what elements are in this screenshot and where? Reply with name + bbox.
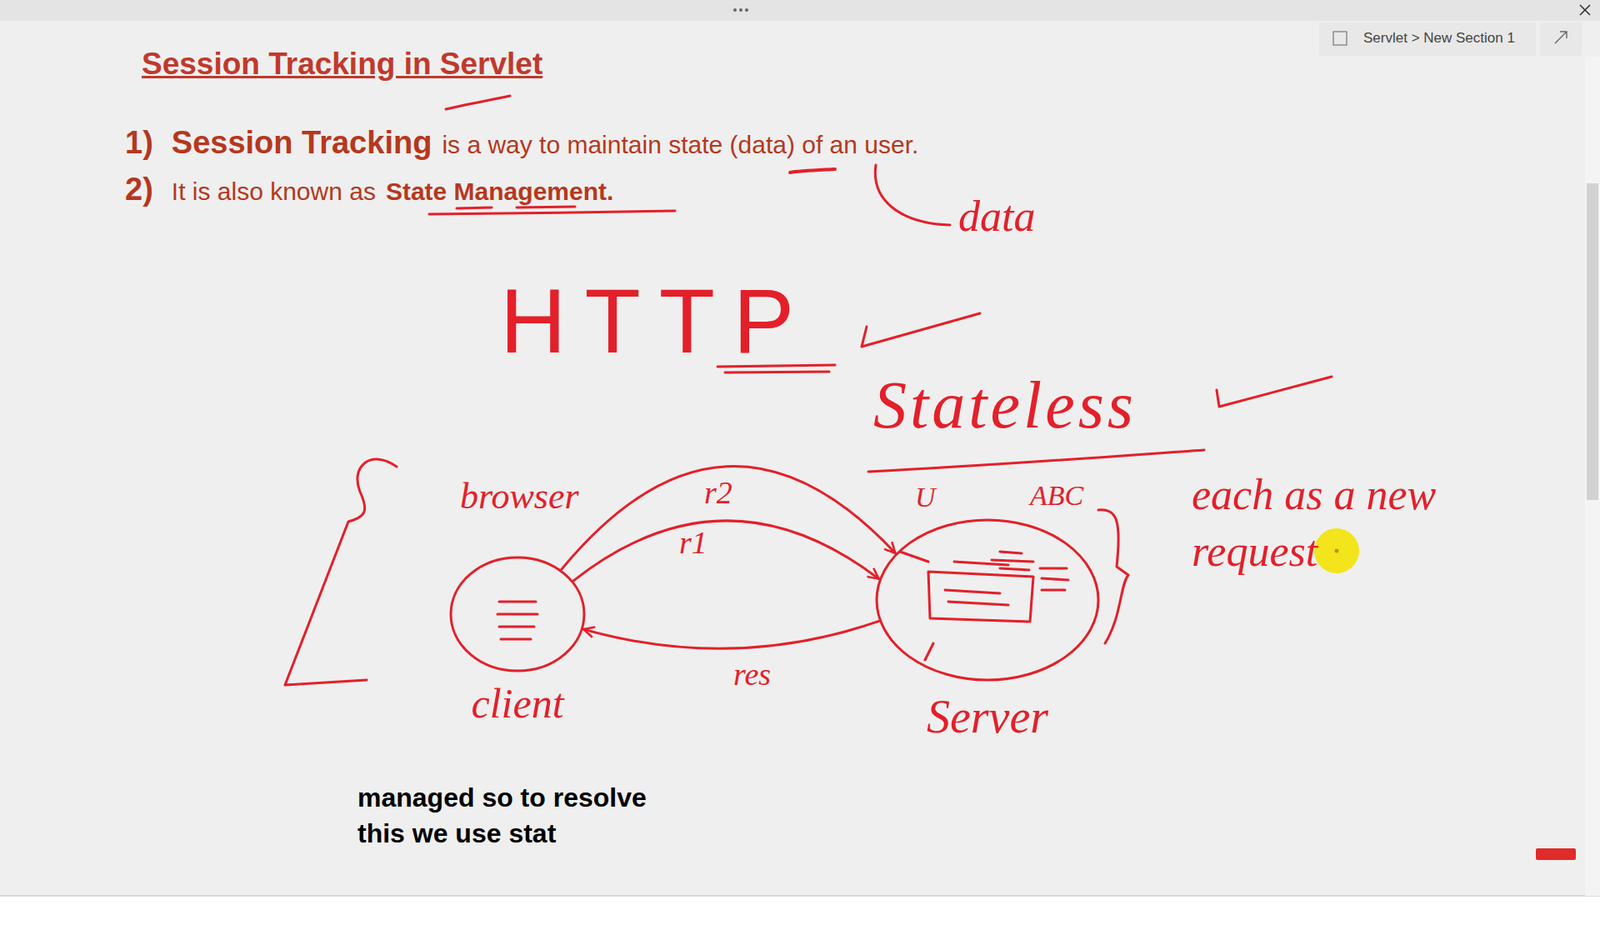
server-circle: Server [875,518,1100,682]
window-bar [0,0,1600,21]
underline [868,450,1205,472]
ellipse-outline [876,520,1099,680]
node-label: client [470,680,564,727]
breadcrumb-panel [1319,22,1536,56]
node-outline [449,555,586,673]
menu-dot [739,8,743,12]
node-outline [875,518,1100,682]
check-mark [861,313,980,347]
scribble-figure [900,551,1069,660]
handwritten-label: browser [460,478,580,515]
text-line: 1) Session Tracking is a way to maintain s… [125,125,919,161]
window-border [0,895,1600,897]
edge-label: res [733,658,771,690]
expand-button [1540,22,1582,56]
handwritten-note: data [958,191,1035,241]
breadcrumb-text: Servlet > New Section 1 [1363,30,1515,47]
text-line: 2) It is also known as State Management. [125,171,614,208]
brace [285,459,397,685]
body-text: It is also known as [171,177,376,206]
bracket [1098,510,1129,644]
node-label: Server [926,691,1049,744]
underline [429,206,675,215]
menu-dot [745,8,749,12]
window-bottom [0,895,1600,945]
handwritten-heading: HTTP [500,275,813,367]
arrow-connector [561,466,896,570]
handwritten-note: each as a new request [1191,466,1467,580]
edge-label: r1 [679,526,708,559]
arrow-connector [573,520,879,581]
subtitle-caption: managed so to resolve this we use stat [357,780,691,852]
close-icon [1580,5,1590,15]
title: Session Tracking in Servlet [141,46,543,82]
notebook-icon [1333,31,1347,45]
scrollbar [1585,56,1600,896]
handwritten-label: ABC [1030,481,1084,510]
screen-lines [497,601,538,640]
tick-mark [445,95,510,110]
handwritten-heading: Stateless [873,371,1137,439]
cursor-highlight [1314,528,1360,574]
arrow-connector [583,620,879,649]
cursor-dot [1335,549,1340,554]
handwritten-label: U [915,483,936,512]
term: Session Tracking [171,125,433,161]
term: State Management. [385,177,614,206]
list-number: 2) [125,171,154,208]
client-circle: client [449,555,586,673]
ellipse-outline [450,557,585,671]
list-number: 1) [125,125,154,161]
check-mark [1216,376,1332,407]
subscribe-badge [1535,848,1576,860]
leader-curve [875,165,950,225]
expand-icon [1555,31,1567,44]
scroll-thumb [1586,183,1599,500]
definition-text: is a way to maintain state (data) of an … [441,130,919,160]
menu-dot [733,8,737,12]
edge-label: r2 [704,476,733,509]
underline [790,169,835,173]
